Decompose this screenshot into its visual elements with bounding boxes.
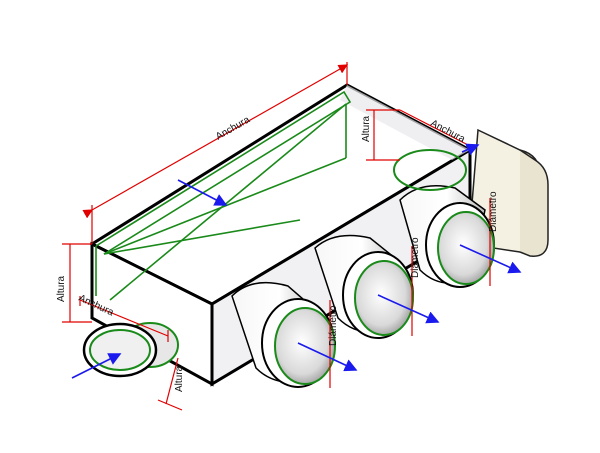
box-left-face <box>90 241 214 387</box>
label-height-left: Altura <box>56 275 67 302</box>
label-width-top: Anchura <box>214 114 252 142</box>
outlet-collar-1 <box>231 281 336 388</box>
label-diameter-2: Diámetro <box>410 237 421 278</box>
label-diameter-1: Diámetro <box>328 305 339 346</box>
label-height-right: Altura <box>361 115 372 142</box>
label-height-small: Altura <box>174 365 185 392</box>
inlet-oval <box>82 322 179 378</box>
axis-arrows <box>71 143 522 379</box>
rear-outlet-oval <box>393 149 467 191</box>
label-diameter-3: Diámetro <box>488 191 499 232</box>
outlet-collar-2 <box>314 234 414 339</box>
dimension-lines <box>62 62 491 411</box>
